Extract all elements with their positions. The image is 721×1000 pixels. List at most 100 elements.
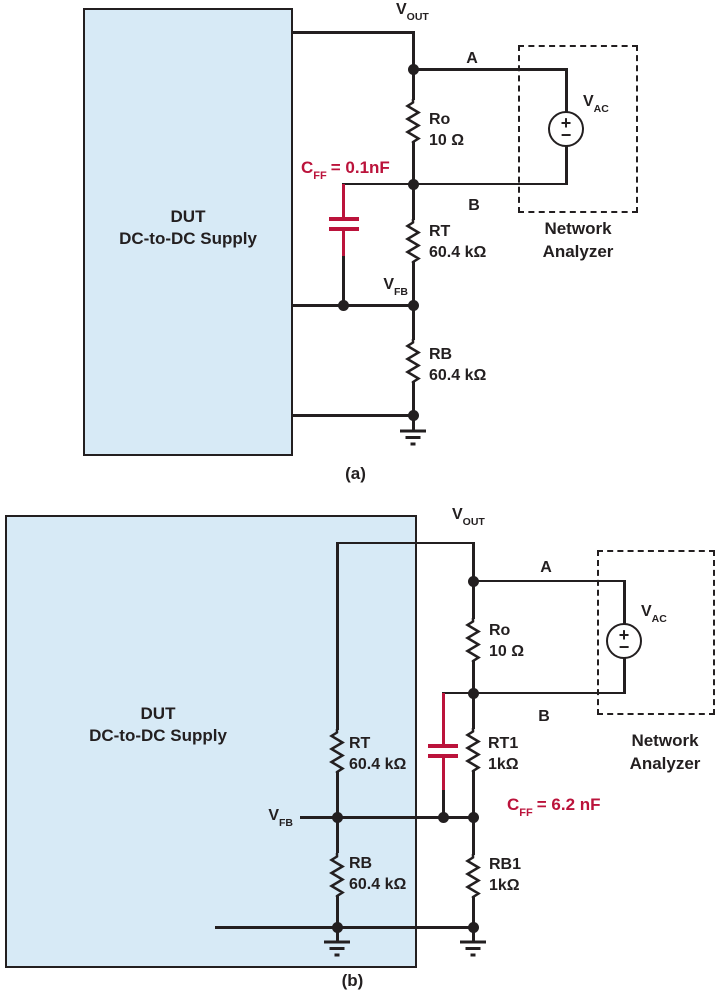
minus-sign: − [560, 125, 572, 145]
junction-dot [332, 812, 343, 823]
dut-line1: DUT [170, 207, 206, 226]
vac-base: V [641, 603, 652, 620]
capacitor-lead [342, 184, 345, 217]
dut-line2: DC-to-DC Supply [89, 726, 227, 745]
resistor-ro-icon [406, 99, 420, 143]
wire-segment [623, 580, 626, 625]
junction-dot [438, 812, 449, 823]
rb-value: 60.4 kΩ [429, 367, 487, 384]
resistor-ro-icon [466, 618, 480, 662]
wire-segment [442, 790, 445, 817]
ro-name: Ro [429, 111, 451, 128]
rb1-name: RB1 [489, 856, 522, 873]
ac-source: + − [606, 623, 642, 659]
junction-dot [332, 922, 343, 933]
wire-segment [565, 145, 568, 185]
vfb-base: V [268, 807, 279, 824]
ro-value: 10 Ω [429, 132, 465, 149]
vfb-sub: FB [279, 817, 293, 830]
vac-label: VAC [583, 94, 609, 115]
wire-segment [342, 182, 568, 185]
analyzer-line2: Analyzer [542, 242, 614, 261]
capacitor-plate [329, 226, 359, 231]
cff-sub: FF [519, 807, 533, 820]
resistor-rb1-icon [466, 854, 480, 898]
wire-segment [342, 256, 345, 305]
network-analyzer-label: Network Analyzer [518, 217, 638, 263]
rb1-value: 1kΩ [489, 877, 520, 894]
capacitor-plate [329, 217, 359, 221]
dut-block [5, 515, 417, 968]
junction-dot [408, 300, 419, 311]
network-analyzer-label: Network Analyzer [605, 729, 721, 775]
dut-block-label: DUT DC-to-DC Supply [85, 206, 291, 250]
rt1-value: 1kΩ [488, 756, 519, 773]
resistor-rt1-icon [466, 728, 480, 772]
junction-dot [468, 687, 479, 699]
ground-stub [472, 927, 475, 941]
junction-dot [468, 812, 479, 823]
junction-dot [338, 300, 349, 311]
wire-segment [412, 382, 415, 416]
rt-value: 60.4 kΩ [349, 756, 407, 773]
dut-block-label: DUT DC-to-DC Supply [38, 703, 278, 747]
junction-dot [408, 178, 419, 190]
rt-name: RT [349, 735, 371, 752]
dut-line1: DUT [140, 704, 176, 723]
capacitor-plate [428, 744, 458, 748]
cff-value: = 6.2 nF [536, 795, 601, 814]
network-analyzer-boundary [597, 550, 715, 715]
node-a-label: A [540, 559, 552, 576]
rt-label: RT 60.4 kΩ [429, 221, 486, 263]
ac-source: + − [548, 111, 584, 147]
wire-segment [215, 926, 474, 929]
wire-segment [565, 69, 568, 113]
ground-stub [336, 927, 339, 941]
wire-segment [336, 541, 474, 544]
analyzer-line1: Network [631, 731, 699, 750]
vout-sub: OUT [462, 516, 485, 529]
vfb-label: VFB [350, 277, 408, 298]
cff-label: CFF= 6.2 nF [507, 795, 601, 819]
ground-symbol-icon [458, 940, 488, 957]
rb1-label: RB1 1kΩ [489, 854, 521, 896]
cff-value: = 0.1nF [330, 158, 390, 177]
ro-label: Ro 10 Ω [429, 109, 464, 151]
junction-dot [408, 64, 419, 75]
vac-sub: AC [651, 613, 667, 626]
rt1-name: RT1 [488, 735, 519, 752]
node-b-label: B [538, 708, 550, 725]
wire-segment [336, 896, 339, 927]
capacitor-lead [342, 230, 345, 257]
cff-sub: FF [313, 170, 327, 183]
vac-sub: AC [593, 103, 609, 116]
caption-a: (a) [345, 464, 366, 483]
resistor-rt-icon [406, 219, 420, 263]
resistor-rb-icon [330, 853, 344, 897]
capacitor-plate [428, 753, 458, 758]
cff-label: CFF= 0.1nF [301, 158, 390, 182]
plus-sign: + [560, 113, 572, 133]
dut-block: DUT DC-to-DC Supply [83, 8, 293, 456]
vout-label: VOUT [396, 2, 429, 23]
ro-label: Ro 10 Ω [489, 620, 524, 662]
ro-value: 10 Ω [489, 643, 525, 660]
capacitor-lead [442, 693, 445, 744]
wire-segment [300, 816, 474, 819]
rt1-label: RT1 1kΩ [488, 733, 519, 775]
vac-label: VAC [641, 603, 667, 625]
network-analyzer-boundary [518, 45, 638, 213]
rt-label: RT 60.4 kΩ [349, 733, 406, 775]
wire-segment [442, 691, 626, 694]
rb-label: RB 60.4 kΩ [349, 853, 406, 895]
cff-base: C [301, 158, 314, 177]
junction-dot [468, 922, 479, 933]
wire-segment [472, 897, 475, 928]
rt-value: 60.4 kΩ [429, 244, 487, 261]
caption-b: (b) [341, 971, 364, 990]
cff-base: C [507, 795, 520, 814]
ground-stub [412, 416, 415, 430]
vfb-sub: FB [394, 286, 408, 299]
vout-label: VOUT [452, 507, 485, 528]
